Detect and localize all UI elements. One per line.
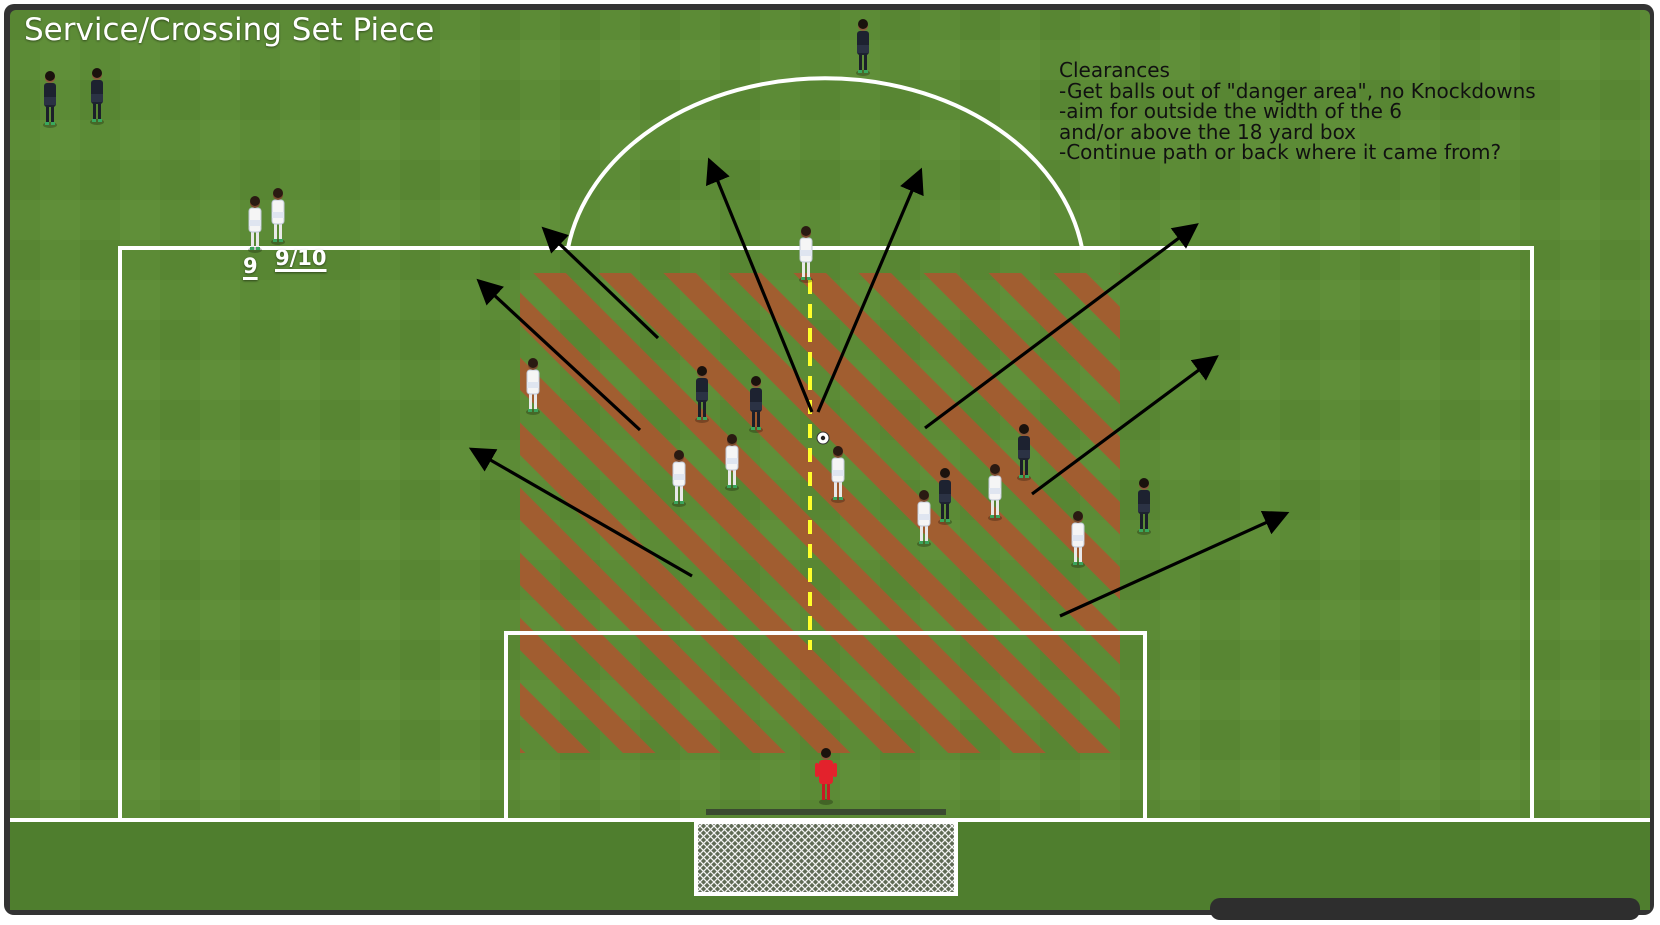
player-label-left: 9 (243, 254, 258, 278)
arrow-5 (816, 167, 924, 413)
notes-line: -Get balls out of "danger area", no Knoc… (1059, 78, 1536, 103)
notes-heading: Clearances (1059, 58, 1170, 82)
notes-line: -Continue path or back where it came fro… (1059, 140, 1502, 164)
coaching-notes: Clearances -Get balls out of "danger are… (1059, 60, 1536, 163)
six-yard-box (504, 631, 1147, 820)
scrollbar[interactable] (1210, 898, 1640, 920)
player-label-right: 9/10 (275, 246, 327, 270)
clearance-arrows (468, 157, 1290, 618)
arrow-6 (924, 223, 1199, 430)
arrow-7 (1031, 355, 1219, 496)
soccer-ball-icon (816, 431, 830, 445)
page-title: Service/Crossing Set Piece (24, 12, 435, 48)
danger-area (520, 273, 1120, 753)
notes-line: -aim for outside the width of the 6 (1059, 99, 1403, 123)
goal-net-icon (694, 809, 958, 896)
penalty-box (118, 246, 1534, 820)
arrow-3 (468, 447, 693, 578)
penalty-arc (566, 76, 1084, 249)
arrow-4 (706, 157, 814, 413)
arrow-8 (1059, 510, 1290, 618)
arrow-1 (541, 226, 660, 340)
notes-line: and/or above the 18 yard box (1059, 119, 1357, 144)
arrow-2 (476, 278, 642, 432)
